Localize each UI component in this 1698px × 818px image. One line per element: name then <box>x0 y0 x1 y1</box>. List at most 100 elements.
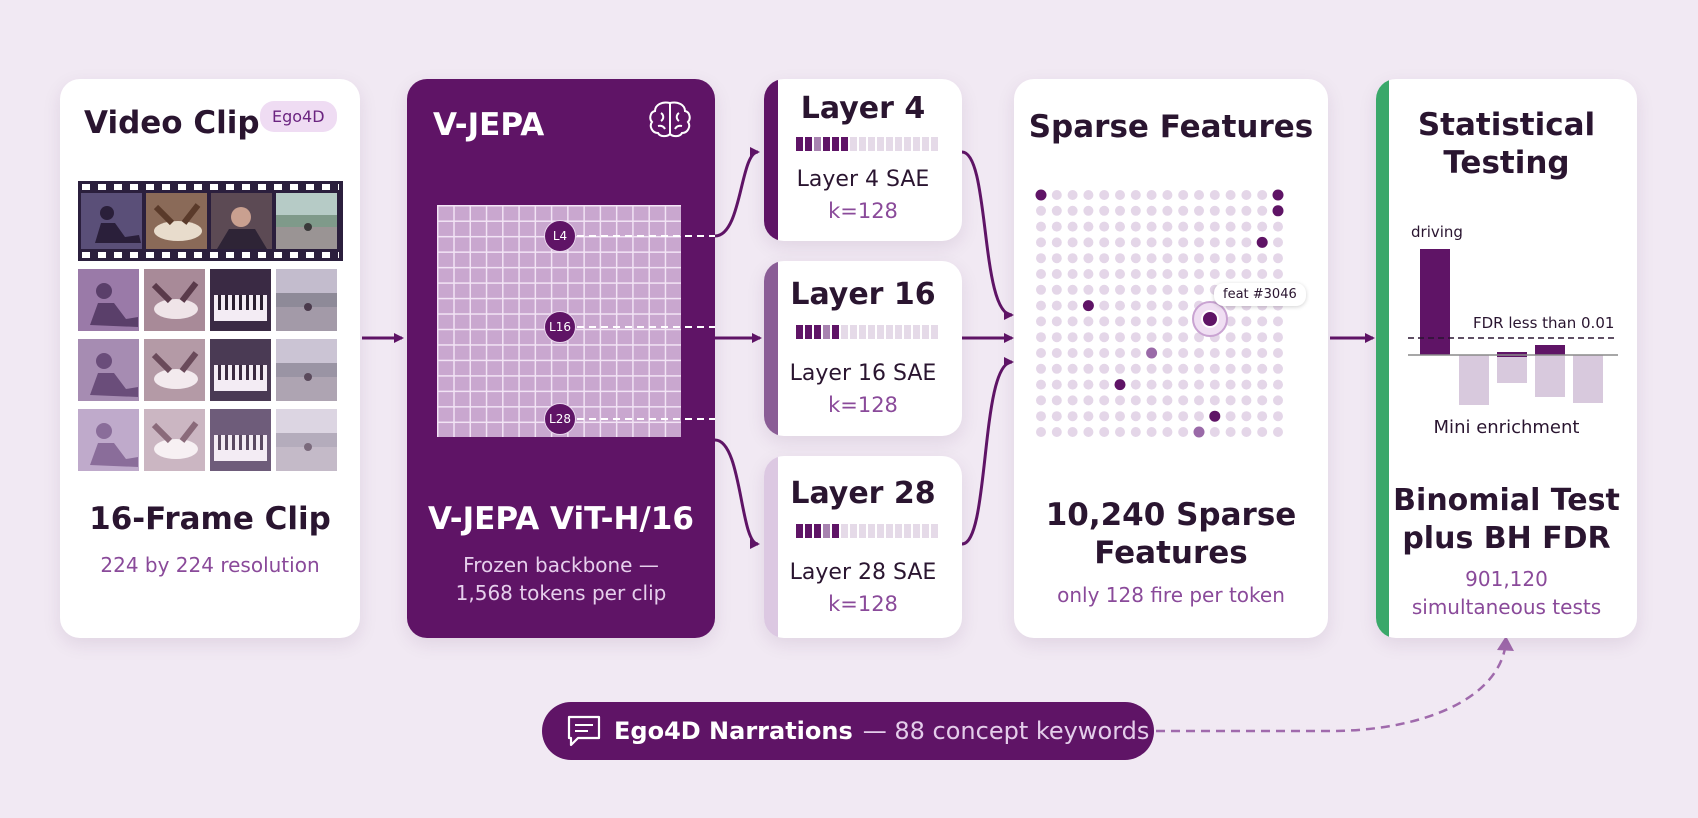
feature-dot <box>1130 348 1141 358</box>
feature-dot <box>1146 221 1157 232</box>
feature-dot <box>1162 316 1173 327</box>
feature-dot <box>1241 269 1252 279</box>
feature-dot <box>1051 205 1062 216</box>
feature-dot <box>1083 284 1094 295</box>
feature-dot <box>1225 363 1236 374</box>
feature-dot <box>1273 427 1283 437</box>
feature-dot <box>1225 237 1236 248</box>
activation-bar <box>796 524 938 538</box>
activation-bar <box>796 137 938 151</box>
narrations-label: Ego4D Narrations <box>614 717 853 745</box>
feature-dot <box>1257 348 1268 358</box>
feature-dot <box>1130 379 1141 390</box>
feature-dot <box>1225 332 1236 343</box>
feature-dot <box>1130 300 1141 311</box>
chat-icon <box>567 715 601 747</box>
feature-dot <box>1067 411 1078 422</box>
feature-dot <box>1162 300 1173 311</box>
feature-dot <box>1194 190 1204 200</box>
feature-dot <box>1273 237 1283 248</box>
feature-dot <box>1036 300 1046 311</box>
frame-thumb <box>144 269 205 331</box>
feature-dot <box>1162 269 1173 279</box>
feature-dot <box>1036 363 1046 374</box>
feature-dot <box>1115 237 1125 248</box>
feature-dot <box>1130 237 1141 248</box>
feature-dot <box>1273 253 1283 264</box>
feature-dot <box>1130 253 1141 264</box>
feature-dot <box>1051 190 1062 200</box>
active-feature-dot <box>1035 189 1047 201</box>
feature-note: only 128 fire per token <box>1057 583 1285 607</box>
feature-dot <box>1067 237 1078 248</box>
feature-dot <box>1273 316 1283 327</box>
feature-dot <box>1051 253 1062 264</box>
feature-dot <box>1178 427 1189 437</box>
feature-dot <box>1209 363 1220 374</box>
feature-dot <box>1067 221 1078 232</box>
arrow-layer4-to-features <box>961 150 1014 320</box>
vjepa-title: V-JEPA <box>433 107 545 143</box>
feature-dot <box>1146 332 1157 343</box>
feature-dot <box>1241 316 1252 327</box>
feature-dot <box>1036 379 1046 390</box>
feature-dot <box>1036 348 1046 358</box>
feature-dot <box>1067 190 1078 200</box>
frame-thumb <box>276 409 337 471</box>
feature-dot <box>1162 205 1173 216</box>
feature-dot <box>1162 221 1173 232</box>
feature-dot <box>1178 395 1189 406</box>
feature-dot <box>1083 237 1094 248</box>
active-feature-dot <box>1082 300 1094 312</box>
stats-title-line1: Statistical <box>1417 107 1596 143</box>
layer-28-card: Layer 28 Layer 28 SAE k=128 <box>764 456 962 638</box>
feature-dot <box>1241 205 1252 216</box>
feature-dot <box>1067 205 1078 216</box>
active-feature-dot <box>1146 347 1158 359</box>
feature-dot <box>1194 395 1204 406</box>
feature-dot <box>1099 316 1110 327</box>
feature-dot <box>1083 427 1094 437</box>
feature-dot <box>1083 190 1094 200</box>
feature-dot <box>1241 190 1252 200</box>
film-frame <box>146 193 207 249</box>
feature-dot <box>1083 269 1094 279</box>
feature-dot <box>1067 253 1078 264</box>
enrichment-bars <box>1408 249 1618 405</box>
feature-label: feat #3046 <box>1214 283 1306 306</box>
feature-dot <box>1194 221 1204 232</box>
feature-dot <box>1036 237 1046 248</box>
layer-28-sae: Layer 28 SAE <box>789 560 937 585</box>
feature-dot <box>1162 411 1173 422</box>
feature-dot <box>1083 348 1094 358</box>
layer-4-k: k=128 <box>828 199 898 223</box>
narrations-detail: — 88 concept keywords <box>862 717 1150 745</box>
feature-dot <box>1178 253 1189 264</box>
feature-dot <box>1241 395 1252 406</box>
feature-dot <box>1130 269 1141 279</box>
feature-dot <box>1194 284 1204 295</box>
feature-dot <box>1146 190 1157 200</box>
video-clip-card: Video Clip Ego4D <box>60 79 360 638</box>
ego4d-badge: Ego4D <box>260 101 337 132</box>
feature-dot <box>1178 332 1189 343</box>
sparse-features-card: Sparse Features feat #3046 10,240 Sparse… <box>1014 79 1328 638</box>
feature-dot <box>1051 332 1062 343</box>
layer-4-sae: Layer 4 SAE <box>796 167 930 192</box>
feature-dot <box>1257 427 1268 437</box>
feature-dot <box>1162 427 1173 437</box>
feature-dot <box>1194 205 1204 216</box>
feature-dot <box>1099 269 1110 279</box>
feature-dot <box>1099 379 1110 390</box>
feature-dot <box>1051 348 1062 358</box>
feature-dot <box>1178 300 1189 311</box>
feature-dot <box>1178 237 1189 248</box>
feature-dot <box>1257 395 1268 406</box>
test-count-line2: simultaneous tests <box>1411 595 1602 619</box>
feature-dot <box>1083 253 1094 264</box>
feature-dot <box>1051 379 1062 390</box>
feature-dot <box>1162 253 1173 264</box>
active-feature-dot <box>1256 236 1268 248</box>
feature-dot <box>1162 379 1173 390</box>
feature-dot <box>1273 348 1283 358</box>
